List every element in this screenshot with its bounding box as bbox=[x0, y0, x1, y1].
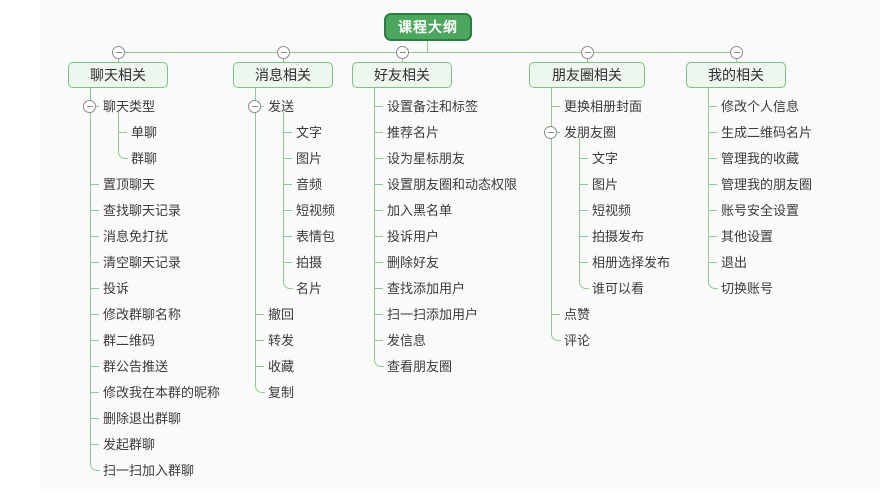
node-item[interactable]: 切换账号 bbox=[721, 281, 774, 296]
node-item[interactable]: 生成二维码名片 bbox=[708, 120, 880, 146]
node-item[interactable]: 群二维码 bbox=[90, 328, 310, 354]
node-item[interactable]: 置顶聊天 bbox=[90, 172, 310, 198]
node-item[interactable]: 其他设置 bbox=[708, 224, 880, 250]
node-item[interactable]: 消息免打扰 bbox=[90, 224, 310, 250]
node-item[interactable]: 复制 bbox=[268, 385, 295, 400]
tree-line bbox=[708, 88, 718, 289]
branch-mine-items: 修改个人信息 生成二维码名片 管理我的收藏 管理我的朋友圈 账号安全设置 其他设… bbox=[708, 94, 880, 302]
node-item[interactable]: 相册选择发布 bbox=[579, 250, 771, 276]
root-node[interactable]: 课程大纲 bbox=[384, 13, 472, 41]
collapse-minus-icon[interactable] bbox=[730, 46, 743, 59]
branch-chat-items: 聊天类型 单聊 群聊 置顶聊天 查找聊天记录 消息免打扰 清空聊天记录 投诉 修… bbox=[83, 94, 310, 484]
node-item[interactable]: 发起群聊 bbox=[90, 432, 310, 458]
collapse-minus-icon[interactable] bbox=[248, 100, 261, 113]
node-item[interactable]: 账号安全设置 bbox=[708, 198, 880, 224]
collapse-minus-icon[interactable] bbox=[83, 100, 96, 113]
child-group: 文字 图片 音频 短视频 表情包 拍摄 名片 bbox=[283, 112, 475, 302]
node-item[interactable]: 查看朋友圈 bbox=[387, 359, 453, 374]
node-item[interactable]: 扫一扫添加用户 bbox=[374, 302, 594, 328]
collapse-minus-icon[interactable] bbox=[396, 46, 409, 59]
tree-line bbox=[283, 112, 293, 289]
node-item[interactable]: 修改我在本群的昵称 bbox=[90, 380, 310, 406]
node-item[interactable]: 图片 bbox=[283, 146, 475, 172]
root-connector-line bbox=[427, 41, 428, 52]
node-item[interactable]: 短视频 bbox=[579, 198, 771, 224]
node-item[interactable]: 投诉 bbox=[90, 276, 310, 302]
node-item[interactable]: 加入黑名单 bbox=[374, 198, 594, 224]
tree-line bbox=[255, 88, 265, 393]
node-item[interactable]: 管理我的收藏 bbox=[708, 146, 880, 172]
node-item[interactable]: 查找聊天记录 bbox=[90, 198, 310, 224]
collapse-minus-icon[interactable] bbox=[277, 46, 290, 59]
node-item[interactable]: 单聊 bbox=[118, 120, 310, 146]
node-item[interactable]: 管理我的朋友圈 bbox=[708, 172, 880, 198]
tree-line bbox=[118, 112, 128, 159]
node-item[interactable]: 文字 bbox=[579, 146, 771, 172]
node-item[interactable]: 拍摄 bbox=[283, 250, 475, 276]
node-item[interactable]: 清空聊天记录 bbox=[90, 250, 310, 276]
node-item[interactable]: 发送 bbox=[248, 94, 475, 120]
node-item[interactable]: 点赞 bbox=[551, 302, 771, 328]
node-label: 聊天类型 bbox=[103, 99, 156, 114]
node-item[interactable]: 名片 bbox=[296, 281, 323, 296]
node-item[interactable]: 推荐名片 bbox=[374, 120, 594, 146]
tree-line bbox=[579, 138, 589, 289]
branch-node-friend[interactable]: 好友相关 bbox=[352, 62, 452, 88]
node-item[interactable]: 退出 bbox=[708, 250, 880, 276]
node-item[interactable]: 短视频 bbox=[283, 198, 475, 224]
node-item[interactable]: 图片 bbox=[579, 172, 771, 198]
tree-line bbox=[90, 88, 100, 471]
branch-moments-items: 更换相册封面 发朋友圈 文字 图片 短视频 拍摄发布 相册选择发布 谁可以看 点… bbox=[544, 94, 771, 354]
node-item[interactable]: 群公告推送 bbox=[90, 354, 310, 380]
node-item[interactable]: 收藏 bbox=[255, 354, 475, 380]
node-item[interactable]: 发信息 bbox=[374, 328, 594, 354]
node-label: 发朋友圈 bbox=[564, 125, 617, 140]
node-label: 发送 bbox=[268, 99, 295, 114]
node-item[interactable]: 音频 bbox=[283, 172, 475, 198]
collapse-minus-icon[interactable] bbox=[581, 46, 594, 59]
node-item[interactable]: 删除好友 bbox=[374, 250, 594, 276]
child-group: 单聊 群聊 bbox=[118, 112, 310, 172]
node-item[interactable]: 更换相册封面 bbox=[551, 94, 771, 120]
node-item[interactable]: 查找添加用户 bbox=[374, 276, 594, 302]
child-group: 文字 图片 短视频 拍摄发布 相册选择发布 谁可以看 bbox=[579, 138, 771, 302]
node-item[interactable]: 谁可以看 bbox=[592, 281, 645, 296]
branch-node-moments[interactable]: 朋友圈相关 bbox=[529, 62, 645, 88]
node-item[interactable]: 表情包 bbox=[283, 224, 475, 250]
branch-node-chat[interactable]: 聊天相关 bbox=[68, 62, 168, 88]
node-item[interactable]: 撤回 bbox=[255, 302, 475, 328]
branch-node-message[interactable]: 消息相关 bbox=[233, 62, 333, 88]
node-item[interactable]: 删除退出群聊 bbox=[90, 406, 310, 432]
branch-message-items: 发送 文字 图片 音频 短视频 表情包 拍摄 名片 撤回 转发 收藏 复制 bbox=[248, 94, 475, 406]
node-item[interactable]: 转发 bbox=[255, 328, 475, 354]
node-item[interactable]: 聊天类型 bbox=[83, 94, 310, 120]
node-item[interactable]: 修改群聊名称 bbox=[90, 302, 310, 328]
node-item[interactable]: 设置备注和标签 bbox=[374, 94, 594, 120]
node-item[interactable]: 拍摄发布 bbox=[579, 224, 771, 250]
node-item[interactable]: 投诉用户 bbox=[374, 224, 594, 250]
branch-node-mine[interactable]: 我的相关 bbox=[686, 62, 786, 88]
tree-line bbox=[551, 88, 561, 341]
node-item[interactable]: 修改个人信息 bbox=[708, 94, 880, 120]
collapse-minus-icon[interactable] bbox=[544, 126, 557, 139]
node-item[interactable]: 文字 bbox=[283, 120, 475, 146]
tree-line bbox=[374, 88, 384, 367]
node-item[interactable]: 发朋友圈 bbox=[544, 120, 771, 146]
branch-connector-line bbox=[118, 52, 736, 53]
branch-friend-items: 设置备注和标签 推荐名片 设为星标朋友 设置朋友圈和动态权限 加入黑名单 投诉用… bbox=[374, 94, 594, 380]
node-item[interactable]: 扫一扫加入群聊 bbox=[103, 463, 195, 478]
node-item[interactable]: 设置朋友圈和动态权限 bbox=[374, 172, 594, 198]
node-item[interactable]: 评论 bbox=[564, 333, 591, 348]
node-item[interactable]: 群聊 bbox=[131, 151, 158, 166]
collapse-minus-icon[interactable] bbox=[112, 46, 125, 59]
node-item[interactable]: 设为星标朋友 bbox=[374, 146, 594, 172]
